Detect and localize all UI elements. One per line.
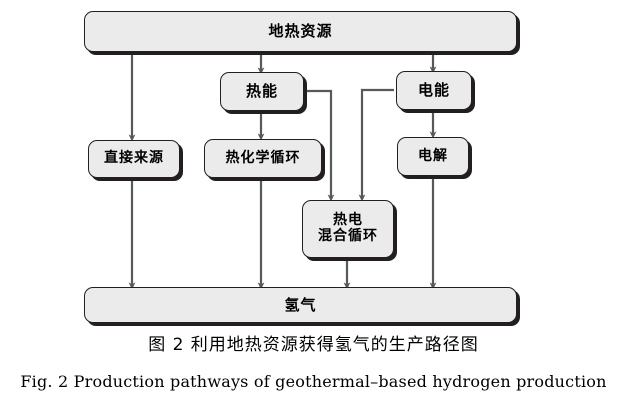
flowchart-canvas: 地热资源 热能 电能 直接来源 热化学循环 电解 热电 混合循环 氢气 bbox=[84, 11, 517, 323]
node-label: 热能 bbox=[245, 82, 278, 101]
node-hydrogen[interactable]: 氢气 bbox=[84, 287, 517, 323]
node-hybrid-cycle[interactable]: 热电 混合循环 bbox=[302, 200, 394, 258]
node-electrolysis[interactable]: 电解 bbox=[397, 137, 469, 176]
node-label: 电能 bbox=[417, 81, 450, 100]
node-geothermal-resources[interactable]: 地热资源 bbox=[84, 11, 517, 52]
node-label: 氢气 bbox=[284, 295, 317, 314]
node-direct-source[interactable]: 直接来源 bbox=[88, 140, 180, 178]
figure-caption-chinese: 图 2 利用地热资源获得氢气的生产路径图 bbox=[148, 335, 479, 355]
node-label: 地热资源 bbox=[268, 22, 333, 41]
node-thermal-energy[interactable]: 热能 bbox=[220, 72, 304, 111]
node-label: 热化学循环 bbox=[225, 149, 301, 166]
node-electrical-energy[interactable]: 电能 bbox=[396, 71, 472, 110]
node-thermochemical-cycle[interactable]: 热化学循环 bbox=[204, 139, 322, 178]
edge-electrical-energy-to-hybrid-cycle bbox=[358, 88, 394, 202]
node-label: 直接来源 bbox=[104, 150, 164, 167]
node-label: 电解 bbox=[418, 147, 448, 164]
figure-caption-english: Fig. 2 Production pathways of geothermal… bbox=[20, 372, 607, 391]
node-label: 热电 混合循环 bbox=[318, 212, 378, 244]
